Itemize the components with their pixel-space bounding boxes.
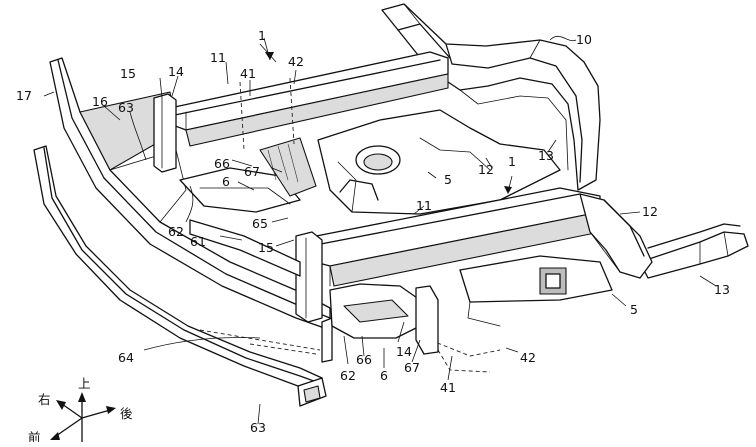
label-63-top: 63	[118, 100, 134, 115]
label-13-top: 13	[538, 148, 554, 163]
label-1-top: 1	[258, 28, 266, 43]
bumper-beam-64	[33, 145, 327, 407]
reference-numerals: 1 1 10 11 11 12 12 13 13 14 14 15 15 16 …	[16, 28, 730, 435]
direction-axes	[50, 392, 116, 443]
label-67-left: 67	[244, 164, 260, 179]
arrow-1-mid	[504, 186, 512, 194]
gusset-plate-lower	[295, 231, 333, 363]
label-14-top: 14	[168, 64, 184, 79]
label-10: 10	[576, 32, 592, 47]
label-41-bottom: 41	[440, 380, 456, 395]
label-62-bottom: 62	[340, 368, 356, 383]
lower-bracket	[459, 255, 613, 327]
label-11-top: 11	[210, 50, 226, 65]
label-41-top: 41	[240, 66, 256, 81]
axis-label-right: 右	[38, 392, 51, 407]
label-5-right: 5	[630, 302, 638, 317]
label-64: 64	[118, 350, 134, 365]
label-15-mid: 15	[258, 240, 274, 255]
label-1-mid: 1	[508, 154, 516, 169]
arrow-1-top	[265, 52, 274, 60]
center-bulkhead-5	[317, 109, 561, 215]
label-6-bottom: 6	[380, 368, 388, 383]
label-17: 17	[16, 88, 32, 103]
label-65: 65	[252, 216, 268, 231]
rear-member-13	[639, 223, 749, 279]
inner-brackets-6	[179, 137, 317, 277]
label-12-right: 12	[642, 204, 658, 219]
axis-label-up: 上	[78, 376, 91, 391]
label-14-bottom: 14	[396, 344, 412, 359]
label-66-left: 66	[214, 156, 230, 171]
label-42-top: 42	[288, 54, 304, 69]
label-6-left: 6	[222, 174, 230, 189]
leader-lines	[43, 35, 717, 425]
label-42-bottom: 42	[520, 350, 536, 365]
lower-cradle	[329, 283, 439, 355]
label-5-top: 5	[444, 172, 452, 187]
label-11-mid: 11	[416, 198, 432, 213]
label-62-left: 62	[168, 224, 184, 239]
rear-side-member-10	[381, 3, 601, 191]
side-member-12	[579, 193, 653, 279]
label-12-top: 12	[478, 162, 494, 177]
label-63-bottom: 63	[250, 420, 266, 435]
label-67-bottom: 67	[404, 360, 420, 375]
lower-cross-member-11	[295, 187, 601, 287]
label-16: 16	[92, 94, 108, 109]
label-15-top: 15	[120, 66, 136, 81]
label-61: 61	[190, 234, 206, 249]
label-13-right: 13	[714, 282, 730, 297]
axis-label-front: 前	[28, 430, 41, 442]
label-66-bottom: 66	[356, 352, 372, 367]
axis-labels: 上 右 後 前	[28, 376, 133, 445]
axis-label-rear: 後	[120, 406, 133, 421]
gusset-plate-14	[153, 93, 177, 173]
